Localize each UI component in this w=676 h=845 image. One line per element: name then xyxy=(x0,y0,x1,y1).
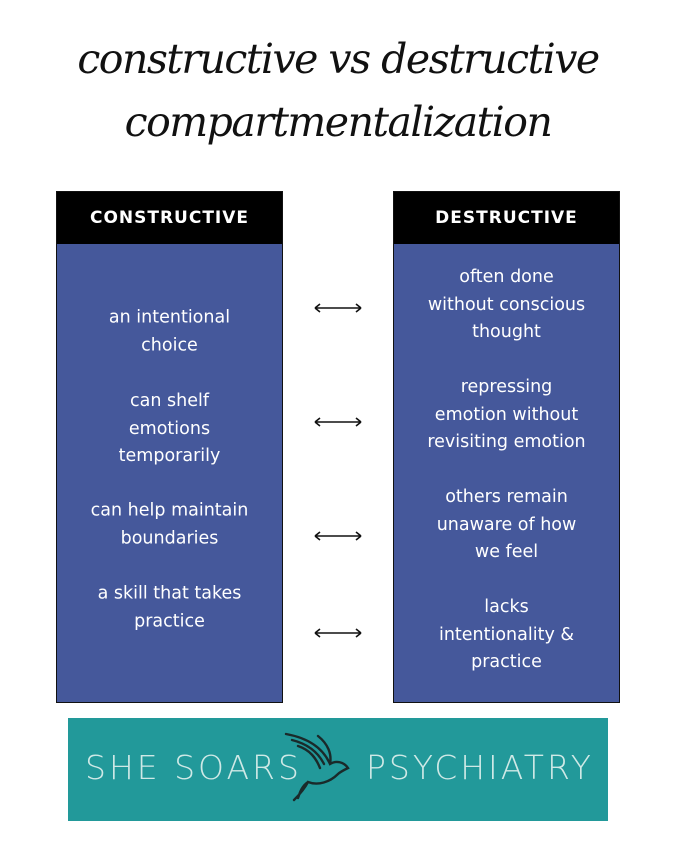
double-arrow-icon xyxy=(314,628,362,638)
destructive-item: lacks intentionality & practice xyxy=(438,596,575,672)
she-soars-psychiatry-logo: SHE SOARS PSYCHIATRY xyxy=(68,718,608,821)
title-line-2: compartmentalization xyxy=(124,98,553,146)
double-arrow-icon xyxy=(314,417,362,427)
double-arrow-icon xyxy=(314,531,362,541)
destructive-item: others remain unaware of how we feel xyxy=(436,486,577,562)
constructive-item: a skill that takes practice xyxy=(97,583,242,632)
destructive-item: often done without conscious thought xyxy=(427,266,586,342)
destructive-header: DESTRUCTIVE xyxy=(394,192,619,244)
destructive-column: DESTRUCTIVE often done without conscious… xyxy=(393,191,620,703)
destructive-item: repressing emotion without revisiting em… xyxy=(427,376,586,452)
constructive-item: an intentional choice xyxy=(108,307,231,356)
double-arrow-icon xyxy=(314,303,362,313)
constructive-item: can help maintain boundaries xyxy=(90,500,249,549)
bird-icon xyxy=(284,732,350,802)
title-line-1: constructive vs destructive xyxy=(77,35,600,83)
constructive-column: CONSTRUCTIVE an intentional choice can s… xyxy=(56,191,283,703)
logo-text-right: PSYCHIATRY xyxy=(366,748,594,787)
constructive-header: CONSTRUCTIVE xyxy=(57,192,282,244)
constructive-item: can shelf emotions temporarily xyxy=(118,390,221,466)
logo-text-left: SHE SOARS xyxy=(85,748,302,787)
